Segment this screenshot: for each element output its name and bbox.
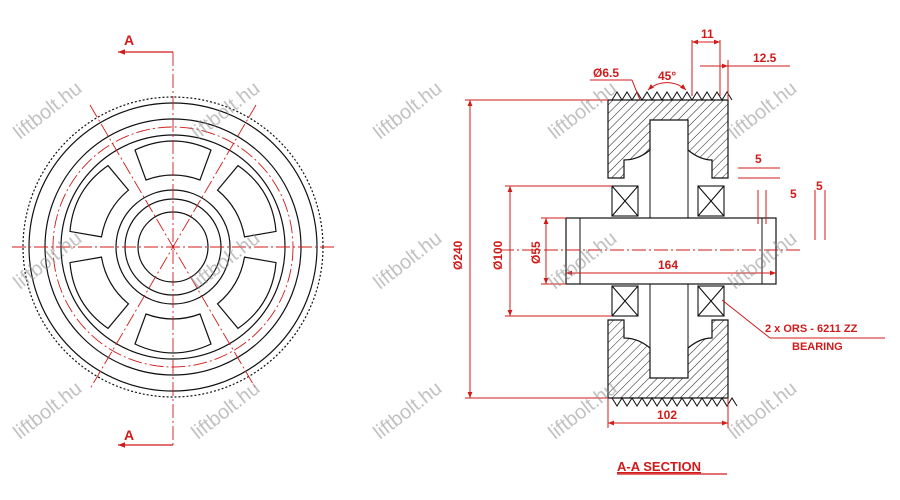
- spoke-window: [216, 256, 277, 330]
- watermark: liftbolt.hu: [10, 77, 87, 144]
- spoke-window: [69, 256, 130, 330]
- top-grooves: [611, 91, 733, 101]
- watermark: liftbolt.hu: [725, 77, 802, 144]
- section-title: A-A SECTION: [617, 459, 701, 474]
- watermark: liftbolt.hu: [370, 77, 447, 144]
- watermark: liftbolt.hu: [370, 377, 447, 444]
- dim-diameter-240: Ø240: [451, 240, 465, 270]
- spoke-window: [216, 164, 277, 238]
- bearing-note-line2: BEARING: [792, 341, 843, 353]
- dim-width-5-c: 5: [816, 179, 823, 193]
- watermark: liftbolt.hu: [188, 227, 265, 294]
- spoke-windows: [69, 140, 277, 354]
- section-label-bottom: A: [124, 427, 134, 443]
- bottom-grooves: [611, 397, 738, 407]
- dimension-lines: [465, 39, 885, 428]
- dim-width-5-a: 5: [755, 152, 762, 166]
- dim-diameter-100: Ø100: [491, 240, 505, 270]
- spoke-window: [69, 164, 130, 238]
- spoke-window: [134, 313, 212, 354]
- dim-diameter-6-5: Ø6.5: [593, 66, 619, 80]
- watermark: liftbolt.hu: [370, 227, 447, 294]
- dim-width-12-5: 12.5: [753, 51, 777, 65]
- upper-rim-section: [607, 99, 729, 179]
- front-centerlines: [12, 52, 336, 445]
- bearings: [611, 185, 725, 317]
- dim-width-11: 11: [701, 27, 714, 41]
- section-marker-top: A: [118, 32, 173, 55]
- dim-length-164: 164: [658, 258, 678, 272]
- watermark: liftbolt.hu: [725, 377, 802, 444]
- spoke-window: [134, 140, 212, 181]
- section-view: [500, 91, 800, 407]
- section-marker-bottom: A: [118, 427, 173, 448]
- dim-angle-45: 45°: [658, 69, 676, 83]
- bearing-note-line1: 2 x ORS - 6211 ZZ: [765, 323, 858, 335]
- lower-rim-section: [607, 319, 729, 399]
- dim-diameter-55: Ø55: [529, 241, 543, 264]
- watermark: liftbolt.hu: [545, 377, 622, 444]
- section-label-top: A: [124, 32, 134, 48]
- dim-length-102: 102: [657, 408, 677, 422]
- dim-width-5-b: 5: [790, 187, 797, 201]
- watermark: liftbolt.hu: [10, 377, 87, 444]
